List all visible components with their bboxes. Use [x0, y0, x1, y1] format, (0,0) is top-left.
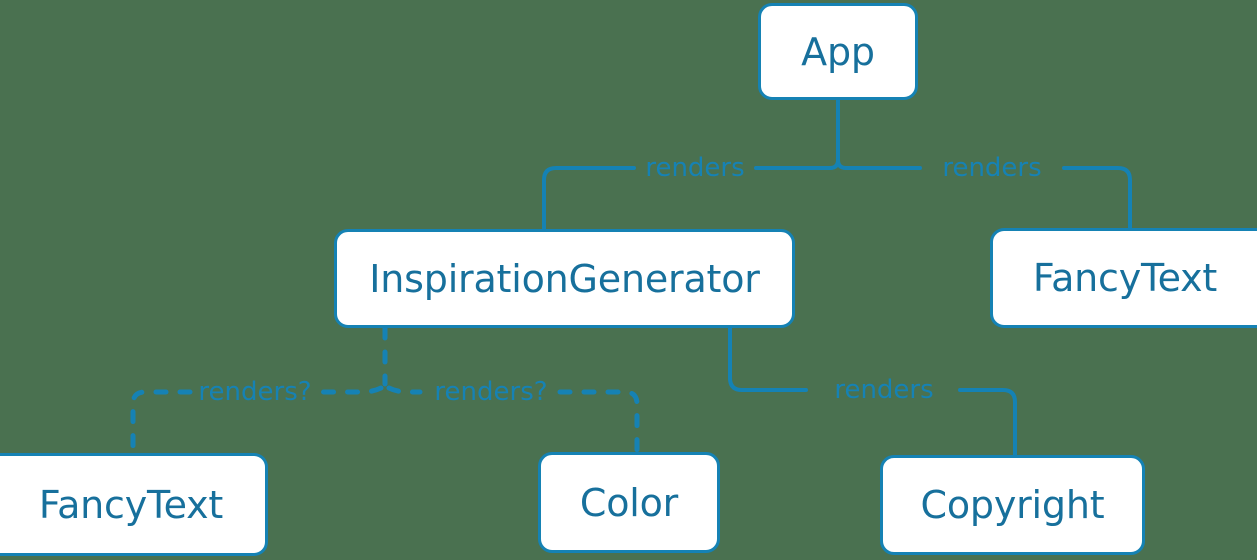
edge-label-inspirationgenerator-to-color: renders?: [434, 377, 548, 407]
edge-inspirationgenerator-to-fancytext: [130, 385, 384, 456]
edge-label-inspirationgenerator-to-fancytext: renders?: [198, 377, 312, 407]
edge-inspirationgenerator-to-color: [386, 385, 640, 455]
node-fancytext-bottom[interactable]: FancyText: [0, 453, 268, 556]
edge-label-app-to-fancytext: renders: [942, 153, 1042, 183]
edge-app-to-inspirationgenerator: [542, 166, 832, 231]
node-fancytext-top-label: FancyText: [1032, 256, 1218, 300]
edge-label-inspirationgenerator-to-copyright: renders: [834, 375, 934, 405]
node-fancytext-top[interactable]: FancyText: [990, 228, 1257, 328]
edge-app-stem: [828, 98, 840, 170]
node-copyright[interactable]: Copyright: [880, 455, 1145, 555]
node-copyright-label: Copyright: [920, 483, 1105, 527]
node-color[interactable]: Color: [538, 452, 720, 553]
node-app-label: App: [801, 29, 875, 74]
edge-inspirationgenerator-to-copyright: [728, 326, 1017, 457]
node-app[interactable]: App: [758, 3, 918, 100]
edge-app-to-fancytext: [844, 166, 1132, 230]
edge-label-app-to-inspirationgenerator: renders: [645, 153, 745, 183]
node-fancytext-bottom-label: FancyText: [38, 482, 224, 527]
node-inspirationgenerator[interactable]: InspirationGenerator: [334, 229, 795, 328]
node-color-label: Color: [579, 480, 679, 525]
node-inspirationgenerator-label: InspirationGenerator: [369, 256, 760, 301]
